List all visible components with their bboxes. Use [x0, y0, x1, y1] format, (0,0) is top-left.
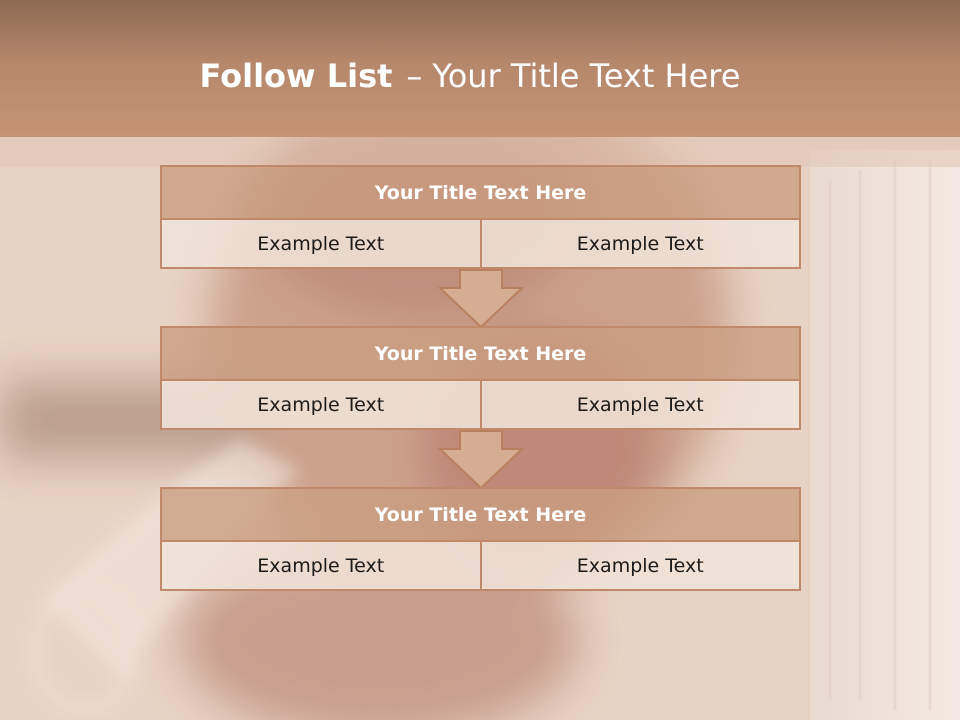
block-row: Example Text Example Text: [160, 220, 801, 269]
block-cell-right: Example Text: [481, 381, 801, 430]
block-cell-left: Example Text: [160, 381, 482, 430]
list-block-3: Your Title Text Here Example Text Exampl…: [160, 487, 801, 591]
block-cell-left: Example Text: [160, 220, 482, 269]
list-block-1: Your Title Text Here Example Text Exampl…: [160, 165, 801, 269]
block-row: Example Text Example Text: [160, 381, 801, 430]
block-cell-left: Example Text: [160, 542, 482, 591]
block-title: Your Title Text Here: [160, 487, 801, 542]
down-arrow-icon: [438, 269, 524, 329]
slide-title-bold: Follow List: [199, 57, 393, 95]
block-cell-right: Example Text: [481, 542, 801, 591]
block-title: Your Title Text Here: [160, 326, 801, 381]
list-block-2: Your Title Text Here Example Text Exampl…: [160, 326, 801, 430]
slide-title-rest: Your Title Text Here: [432, 57, 741, 95]
block-cell-right: Example Text: [481, 220, 801, 269]
slide-title: Follow List–Your Title Text Here: [0, 52, 940, 100]
block-row: Example Text Example Text: [160, 542, 801, 591]
down-arrow-icon: [438, 430, 524, 490]
title-banner: [0, 0, 960, 137]
block-title: Your Title Text Here: [160, 165, 801, 220]
slide-title-dash: –: [406, 57, 423, 95]
